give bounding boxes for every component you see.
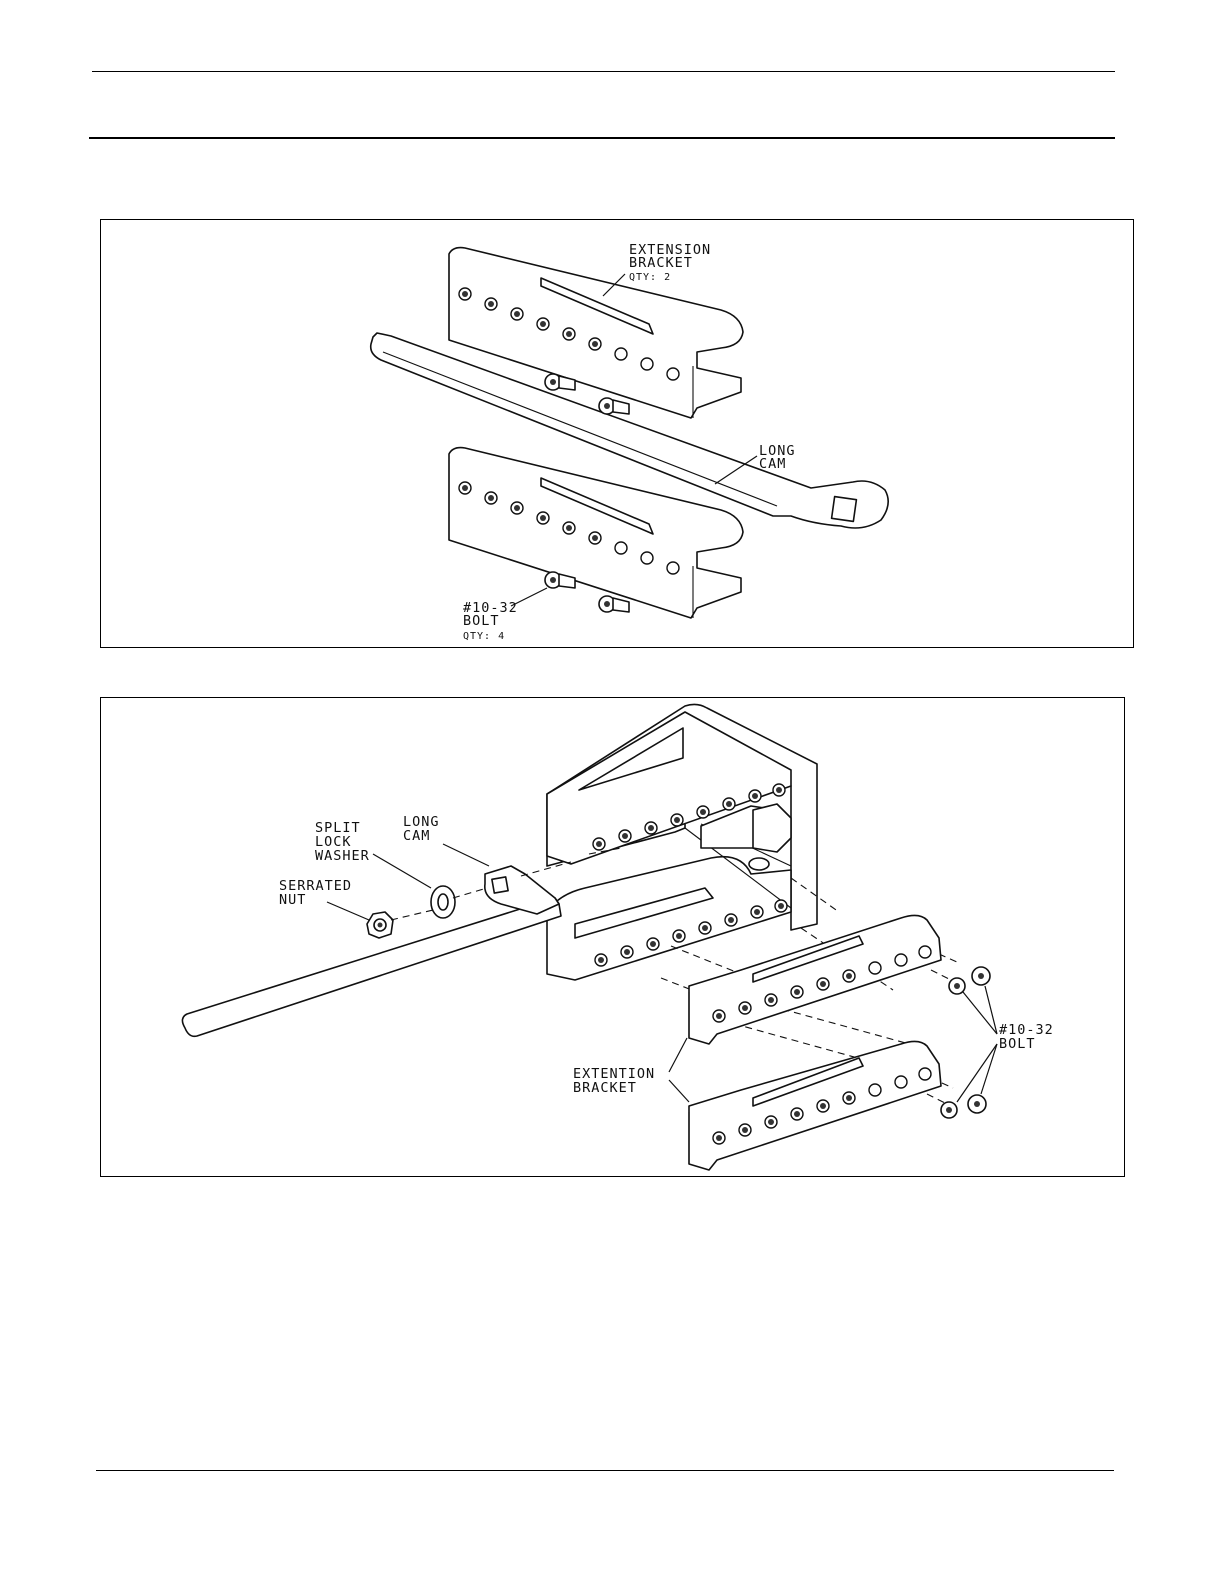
assembly-illustration: SPLIT LOCK WASHER LONG CAM SERRATED NUT … (101, 698, 1126, 1178)
parts-illustration: EXTENSION BRACKET QTY: 2 LONG CAM #10-32… (101, 220, 1135, 649)
split-lock-washer-drawing (431, 886, 455, 918)
extention-leader-lower (669, 1080, 689, 1102)
extension-bracket-label-line2: BRACKET (629, 255, 693, 271)
long-cam-label-line2: CAM (759, 456, 786, 472)
cam-label-line2: CAM (403, 828, 430, 844)
serrated-nut-drawing (367, 912, 393, 938)
washer-leader (373, 854, 431, 888)
bolt-leader-4 (981, 1044, 997, 1094)
footer-rule (96, 1470, 1114, 1471)
bolt-qty: QTY: 4 (463, 631, 505, 642)
upper-extention-bracket-drawing (689, 915, 941, 1044)
lower-extention-bracket-drawing (689, 1041, 941, 1170)
figure-assembly: SPLIT LOCK WASHER LONG CAM SERRATED NUT … (100, 697, 1125, 1177)
long-cam-assembly-drawing (182, 866, 561, 1036)
extention-leader-upper (669, 1038, 687, 1072)
nut-leader (327, 902, 369, 920)
header-rule-bottom (89, 137, 1115, 139)
header-rule-top (92, 71, 1115, 72)
bolt-leader-3 (957, 1044, 997, 1102)
figure-exploded-parts: EXTENSION BRACKET QTY: 2 LONG CAM #10-32… (100, 219, 1134, 648)
assembly-bolts-drawing (941, 967, 990, 1118)
extension-bracket-qty: QTY: 2 (629, 272, 671, 283)
extention-label-line2: BRACKET (573, 1080, 637, 1096)
bolt-label-line2: BOLT (463, 613, 500, 629)
hinge-housing-drawing (547, 704, 817, 980)
cam-leader (443, 844, 489, 866)
bolt2-label-line2: BOLT (999, 1036, 1036, 1052)
split-label-line3: WASHER (315, 848, 370, 864)
nut-label-line2: NUT (279, 892, 306, 908)
